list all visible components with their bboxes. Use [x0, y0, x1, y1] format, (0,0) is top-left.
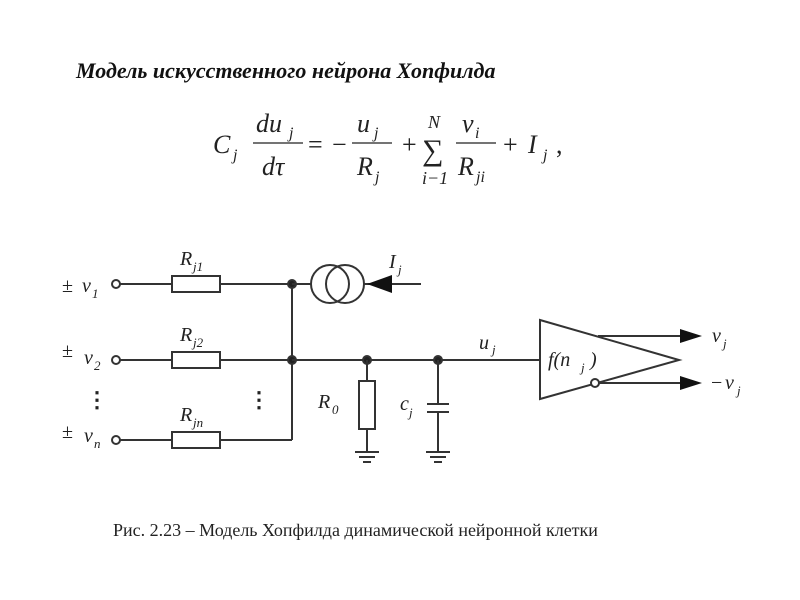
resistor-sub: jn: [191, 415, 203, 430]
eq-equals: =: [308, 130, 323, 159]
eq-plus: +: [503, 130, 518, 159]
output-sub: j: [721, 336, 727, 351]
arrow-right-icon: [680, 376, 702, 390]
eq-sum-upper: N: [427, 112, 441, 132]
resistor-rj1: [171, 275, 221, 293]
circuit-labels: ± v 1 R j1 ± v 2 R j2 ± v n R jn ⋮ ⋮ I j…: [62, 248, 741, 451]
resistor-label: R: [179, 248, 192, 270]
ground-icon: [426, 451, 450, 463]
inverter-bubble: [590, 378, 600, 388]
current-arrow-icon: [367, 275, 392, 293]
r0-sub: 0: [332, 402, 339, 417]
input-sub: n: [94, 436, 101, 451]
eq-sum-symbol: ∑: [422, 134, 443, 167]
input-sign: ±: [62, 275, 73, 297]
amplifier-label: f(n: [548, 349, 570, 371]
eq-t3: I: [527, 130, 538, 159]
input-name: v: [84, 347, 93, 369]
input-name: v: [84, 425, 93, 447]
eq-sum-lower: i−1: [422, 168, 448, 188]
resistor-rjn: [171, 431, 221, 449]
node-label: u: [479, 332, 489, 354]
eq-lhs-num: du: [256, 109, 282, 138]
r0-label: R: [317, 391, 330, 413]
output-sub: j: [735, 383, 741, 398]
resistor-label: R: [179, 324, 192, 346]
circuit: [111, 264, 702, 463]
amplifier-triangle: [539, 318, 683, 401]
eq-plus: +: [402, 130, 417, 159]
eq-comma: ,: [556, 130, 563, 159]
input-branch-1: [111, 275, 292, 293]
eq-lhs-num-sub: j: [287, 125, 294, 142]
eq-lhs-den: dτ: [262, 152, 286, 181]
slide-title: Модель искусственного нейрона Хопфилда: [76, 58, 496, 83]
input-sign: ±: [62, 421, 73, 443]
equation: C j du j dτ = − u j R j + N ∑ i−1 v i R …: [213, 109, 563, 188]
output-label: v: [712, 325, 721, 347]
eq-minus: −: [332, 130, 347, 159]
input-name: v: [82, 275, 91, 297]
input-sub: 2: [94, 358, 101, 373]
resistor-label: R: [179, 404, 192, 426]
input-branch-2: [111, 351, 292, 369]
eq-t1-num: u: [357, 109, 370, 138]
output-label: v: [725, 372, 734, 394]
eq-t2-num-sub: i: [475, 125, 479, 142]
eq-t2-den: R: [457, 152, 474, 181]
eq-t2-den-sub: ji: [474, 169, 485, 186]
current-source-label: I: [388, 251, 397, 273]
resistor-sub: j2: [191, 335, 204, 350]
output-prefix: −: [711, 372, 722, 394]
ground-icon: [355, 451, 379, 463]
eq-t1-den: R: [356, 152, 373, 181]
resistor-sub: j1: [191, 259, 203, 274]
node-sub: j: [490, 342, 496, 357]
current-source-sub: j: [396, 262, 402, 277]
amplifier-close: ): [589, 349, 597, 371]
eq-t1-den-sub: j: [373, 169, 380, 186]
input-branch-n: [111, 431, 292, 449]
input-sub: 1: [92, 286, 99, 301]
amplifier-sub: j: [579, 360, 585, 375]
cap-label: c: [400, 393, 409, 415]
eq-lhs-coef-sub: j: [231, 147, 238, 164]
resistor-r0: [358, 380, 376, 430]
ellipsis-icon: ⋮: [86, 387, 108, 412]
resistor-rj2: [171, 351, 221, 369]
current-source-circle: [325, 264, 365, 304]
eq-t3-sub: j: [541, 147, 548, 164]
input-terminal: [111, 279, 121, 289]
arrow-right-icon: [680, 329, 702, 343]
cap-sub: j: [407, 405, 413, 420]
eq-t2-num: v: [462, 109, 474, 138]
eq-lhs-coef: C: [213, 130, 231, 159]
input-sign: ±: [62, 340, 73, 362]
current-source-circle: [310, 264, 350, 304]
input-terminal: [111, 355, 121, 365]
input-terminal: [111, 435, 121, 445]
figure-caption: Рис. 2.23 – Модель Хопфилда динамической…: [113, 520, 598, 540]
ellipsis-icon: ⋮: [248, 387, 270, 412]
eq-t1-num-sub: j: [372, 125, 379, 142]
